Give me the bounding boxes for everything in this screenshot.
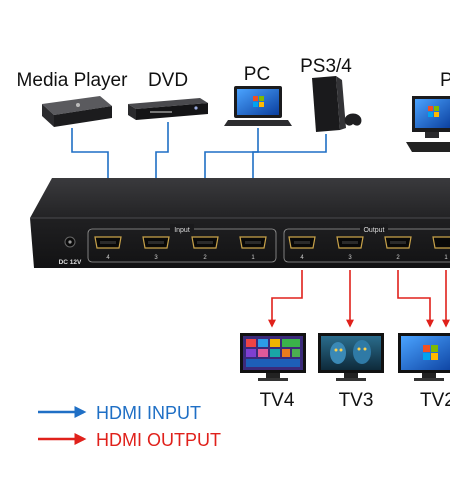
output-port-number: 2 [396, 255, 400, 261]
legend-item-hdmi-input: HDMI INPUT [38, 403, 201, 423]
hdmi-output-cables [268, 270, 450, 328]
input-port [94, 236, 122, 249]
input-port-number: 2 [203, 255, 207, 261]
input-port [191, 236, 219, 249]
display-label-tv2: TV2 [420, 390, 450, 411]
output-port [288, 236, 316, 249]
output-port-number: 3 [348, 255, 352, 261]
input-port-number: 1 [251, 255, 255, 261]
source-label-media-player: Media Player [17, 70, 129, 91]
input-port-number: 3 [154, 255, 158, 261]
input-port-number: 4 [106, 255, 110, 261]
tv-icon [398, 333, 450, 381]
output-port [336, 236, 364, 249]
output-group-label: Output [363, 227, 384, 234]
output-cable-tv2 [397, 270, 434, 328]
legend-item-hdmi-output: HDMI OUTPUT [38, 430, 221, 450]
hdmi-matrix-switch: DC 12V Input Output 4 3 2 1 [30, 178, 450, 268]
legend-label-hdmi-input: HDMI INPUT [96, 403, 201, 423]
output-port-number: 1 [444, 255, 448, 261]
input-port [239, 236, 267, 249]
laptop-icon [224, 86, 292, 126]
source-label-ps34: PS3/4 [300, 56, 352, 77]
output-port [432, 236, 450, 249]
source-label-pc: PC [244, 64, 270, 85]
legend: HDMI INPUT HDMI OUTPUT [38, 403, 221, 450]
media-player-icon [42, 96, 112, 127]
output-port-number: 4 [300, 255, 304, 261]
display-label-tv4: TV4 [260, 390, 295, 411]
desktop-pc-icon [406, 96, 450, 152]
input-port [142, 236, 170, 249]
source-label-dvd: DVD [148, 70, 188, 91]
source-label-desktop-pc: P [440, 70, 450, 91]
legend-label-hdmi-output: HDMI OUTPUT [96, 430, 221, 450]
tv-icon [240, 333, 306, 381]
input-group-label: Input [174, 227, 190, 234]
tv-icon [318, 333, 384, 381]
power-label: DC 12V [59, 259, 82, 266]
display-label-tv3: TV3 [339, 390, 374, 411]
game-console-icon [312, 76, 362, 132]
dvd-player-icon [128, 98, 208, 120]
output-cable-tv4 [268, 270, 303, 328]
output-port [384, 236, 412, 249]
